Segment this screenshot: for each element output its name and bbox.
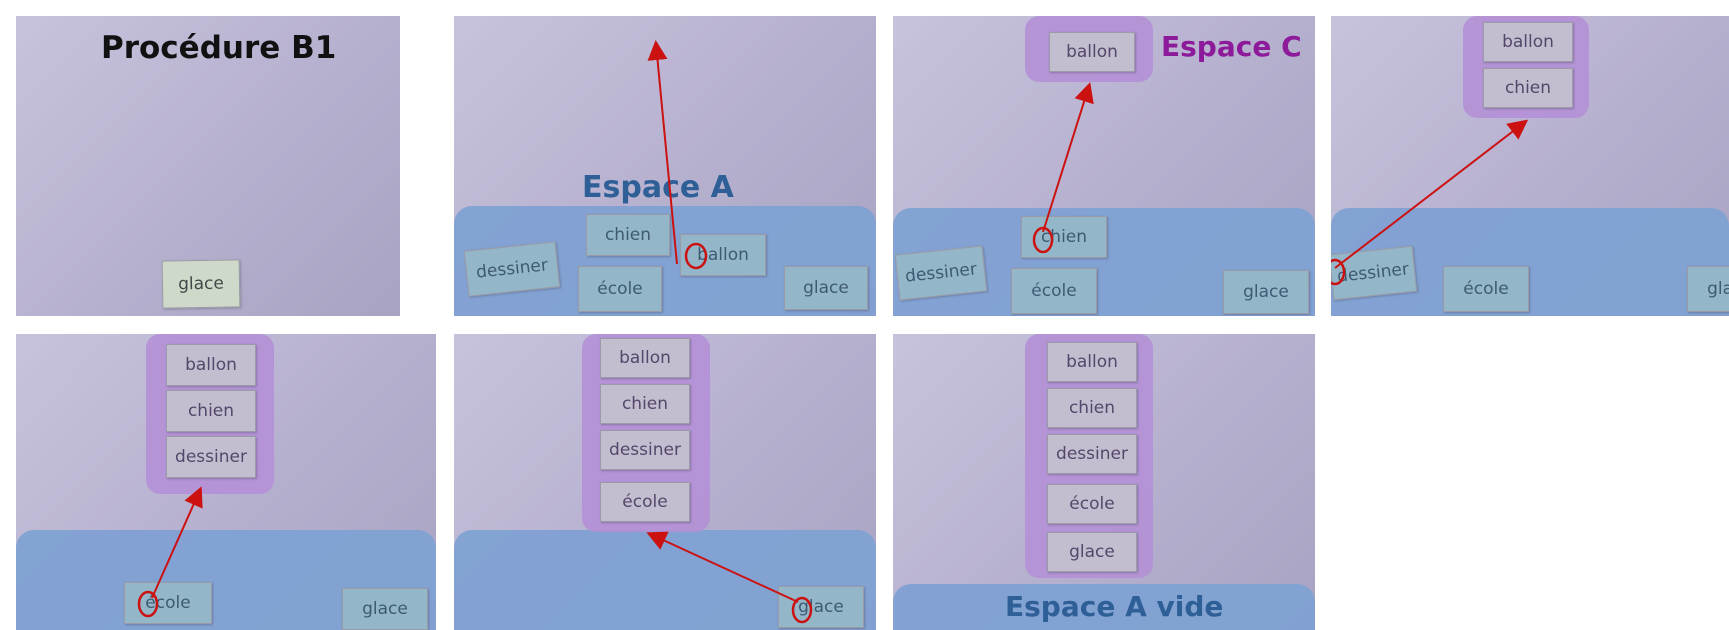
card-dessiner: dessiner [600, 430, 690, 470]
card-chien: chien [1021, 216, 1107, 258]
card-ecole: école [1011, 268, 1097, 314]
espace-a-vide-label: Espace A vide [1005, 590, 1224, 623]
card-ballon: ballon [680, 234, 766, 276]
card-ballon: ballon [1483, 22, 1573, 62]
procedure-title: Procédure B1 [101, 30, 337, 66]
card-glace: glace [1047, 532, 1137, 572]
card-dessiner: dessiner [894, 245, 988, 301]
card-glace: glace [342, 588, 428, 630]
card-ballon: ballon [1047, 342, 1137, 382]
card-glace: glace [778, 586, 864, 628]
card-glace: glace [1223, 270, 1309, 314]
espace-a-zone [893, 584, 1315, 630]
card-dessiner: dessiner [166, 436, 256, 478]
card-ballon: ballon [600, 338, 690, 378]
step-4-panel: ballon chien dessiner école glace [1331, 16, 1729, 316]
card-chien: chien [1047, 388, 1137, 428]
step-7-panel: ballon chien dessiner école glace Espace… [893, 334, 1315, 630]
card-glace: glace [784, 266, 868, 310]
card-ecole: école [578, 266, 662, 312]
step-5-panel: ballon chien dessiner école glace [16, 334, 436, 630]
espace-c-label: Espace C [1161, 30, 1302, 63]
card-ecole: école [1047, 484, 1137, 524]
card-dessiner: dessiner [1047, 434, 1137, 474]
card-ecole: école [600, 482, 690, 522]
step-2-panel: Espace A dessiner chien ballon école gla… [454, 16, 876, 316]
card-dessiner: dessiner [463, 241, 561, 297]
card-dessiner: dessiner [1331, 245, 1418, 301]
card-ballon: ballon [1049, 32, 1135, 72]
card-ballon: ballon [166, 344, 256, 386]
card-ecole: école [124, 582, 212, 624]
card-ecole: école [1443, 266, 1529, 312]
card-chien: chien [166, 390, 256, 432]
step-1-panel: Procédure B1 glace [16, 16, 400, 316]
step-3-panel: ballon Espace C dessiner chien école gla… [893, 16, 1315, 316]
espace-a-label: Espace A [582, 170, 734, 205]
card-chien: chien [586, 214, 670, 256]
card-glace: glace [1687, 266, 1729, 312]
card-chien: chien [1483, 68, 1573, 108]
card-chien: chien [600, 384, 690, 424]
card-glace: glace [161, 259, 241, 309]
step-6-panel: ballon chien dessiner école glace [454, 334, 876, 630]
